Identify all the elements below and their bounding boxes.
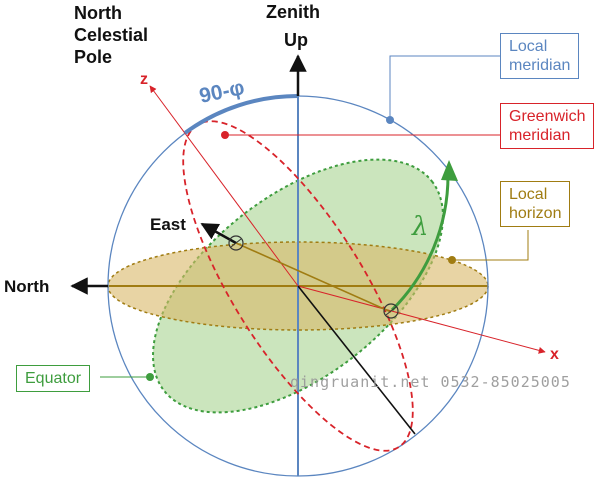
z-axis-label: z [140,71,148,88]
east-point-marker [228,235,244,251]
legend-local-meridian: Local meridian [500,33,580,79]
x-axis-label: x [550,346,559,363]
longitude-arc [390,173,450,312]
east-label: East [150,215,186,234]
watermark-text: qingruanit.net 0532-85025005 [290,373,571,391]
north-label: North [4,277,49,296]
north-celestial-pole-label: North Celestial Pole [74,2,148,68]
east-projection-line [235,242,392,313]
legend-equator-text: Equator [25,370,82,387]
local-horizon-leader [452,230,529,261]
legend-local-horizon-line-2: horizon [509,205,562,222]
legend-equator: Equator [16,365,91,392]
legend-local-horizon-line-1: Local [509,186,548,203]
x-axis [297,285,546,354]
greenwich-meridian-dot [221,131,229,139]
legend-greenwich-line-2: meridian [509,127,571,144]
greenwich-radius-line [297,285,416,435]
legend-local-horizon: Local horizon [500,181,571,227]
equator-dot [146,373,154,381]
legend-local-meridian-line-2: meridian [509,57,571,74]
legend-local-meridian-line-1: Local [509,38,548,55]
greenwich-equator-marker [383,303,399,319]
ncp-line-3: Pole [74,47,113,67]
legend-greenwich-meridian: Greenwich meridian [500,103,595,149]
zenith-label: Zenith [266,2,320,22]
ncp-line-1: North [74,3,122,23]
colatitude-arc [183,93,299,135]
local-meridian-leader [389,55,500,120]
local-horizon-dot [448,256,456,264]
longitude-arrowhead [441,160,458,181]
z-axis [149,85,299,287]
ncp-line-2: Celestial [74,25,149,45]
legend-greenwich-line-1: Greenwich [509,108,586,125]
colatitude-label: 90-φ [197,76,246,108]
greenwich-equator-cross [385,306,397,316]
east-point-cross [230,238,242,248]
up-label: Up [284,30,308,50]
longitude-label: λ [411,212,428,242]
local-meridian-dot [386,116,394,124]
